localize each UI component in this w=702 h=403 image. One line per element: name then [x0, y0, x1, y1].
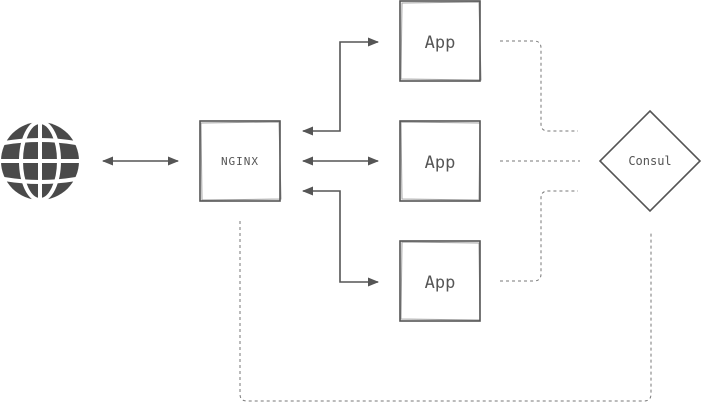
app-label: App	[425, 273, 456, 293]
app-node: App	[399, 120, 481, 202]
app-label: App	[425, 153, 456, 173]
nginx-app1-connector	[301, 37, 380, 136]
nginx-label: NGINX	[221, 155, 259, 168]
nginx-app3-connector	[301, 186, 380, 287]
app-node: App	[399, 240, 481, 322]
app-label: App	[425, 33, 456, 53]
nginx-consul-link	[239, 221, 652, 402]
app-node: App	[399, 0, 482, 82]
app1-consul-link	[500, 40, 578, 132]
globe-icon	[1, 120, 79, 202]
nginx-node: NGINX	[199, 120, 282, 202]
consul-label: Consul	[628, 154, 671, 168]
app3-consul-link	[500, 190, 578, 282]
consul-node: Consul	[598, 109, 702, 213]
